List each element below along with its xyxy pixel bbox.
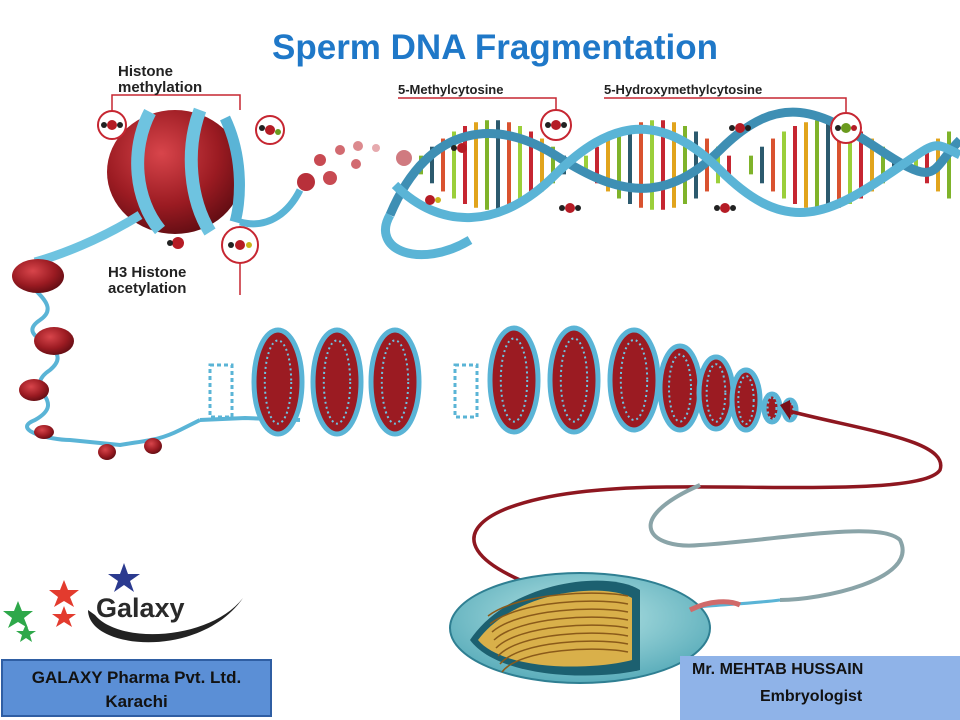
chromatin-line <box>489 600 629 625</box>
chromatin-line <box>487 592 629 617</box>
solenoid-disc <box>368 327 422 437</box>
blue-star-icon <box>108 563 140 592</box>
chromatin-line <box>495 624 629 649</box>
dna-double-helix <box>381 107 960 260</box>
company-box: GALAXY Pharma Pvt. Ltd. Karachi <box>1 659 272 717</box>
methylation-marker-icon <box>97 110 285 264</box>
chromatin-line <box>491 608 629 633</box>
linker-dna <box>208 363 234 419</box>
methylcytosine-label: 5-Methylcytosine <box>398 82 503 97</box>
galaxy-logo-text: Galaxy <box>96 593 185 623</box>
chromatin-line <box>493 616 629 641</box>
h3-acetylation-label-1: H3 Histone <box>108 264 186 281</box>
chromatin-line <box>497 632 629 657</box>
company-name: GALAXY Pharma Pvt. Ltd. <box>31 668 242 687</box>
solenoid-disc <box>607 327 661 433</box>
author-box: Mr. MEHTAB HUSSAIN Embryologist <box>680 656 960 720</box>
solenoid-disc <box>310 327 364 437</box>
linker-dna <box>453 363 479 419</box>
solenoid-disc <box>251 327 305 437</box>
h3-acetylation-label-2: acetylation <box>108 280 186 297</box>
solenoid-disc <box>729 367 763 433</box>
chromatin-line <box>501 648 629 673</box>
solenoid-fiber <box>208 325 799 437</box>
company-city: Karachi <box>105 692 168 711</box>
solenoid-disc <box>696 354 736 432</box>
histone-methylation-label-1: Histone <box>118 63 173 80</box>
sperm-head <box>449 572 742 684</box>
solenoid-disc <box>761 391 783 425</box>
chromatin-fiber <box>12 259 301 460</box>
green-star-icon <box>3 601 33 628</box>
author-role: Embryologist <box>760 688 863 705</box>
solenoid-disc <box>657 343 703 433</box>
red-star-icon <box>49 580 79 607</box>
slide-title: Sperm DNA Fragmentation <box>272 28 718 67</box>
nucleosome-beads <box>297 141 412 191</box>
green-star-small-icon <box>16 624 36 642</box>
histone-methylation-label-2: methylation <box>118 79 202 96</box>
chromatin-line <box>499 640 629 665</box>
solenoid-disc <box>547 325 601 435</box>
author-name: Mr. MEHTAB HUSSAIN <box>692 661 864 678</box>
red-star-small-icon <box>52 606 76 627</box>
galaxy-logo: Galaxy <box>3 563 243 643</box>
hydroxymethylcytosine-label: 5-Hydroxymethylcytosine <box>604 82 762 97</box>
solenoid-disc <box>487 325 541 435</box>
